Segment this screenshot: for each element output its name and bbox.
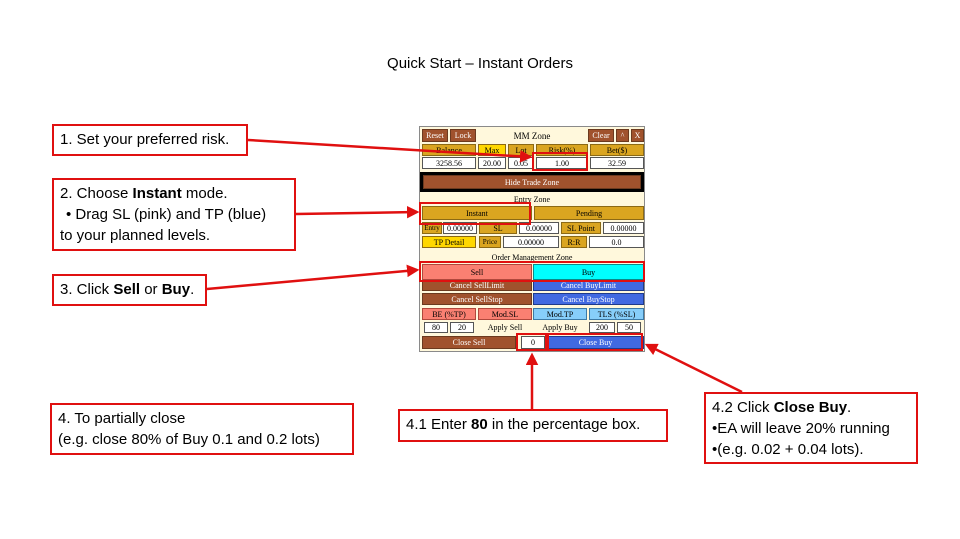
sl-point-label: SL Point: [561, 222, 601, 234]
callout-text: •EA will leave 20% running: [712, 420, 890, 437]
highlight-sell-buy: [419, 261, 645, 282]
apply-buy-button[interactable]: Apply Buy: [542, 323, 578, 332]
clear-button[interactable]: Clear: [588, 129, 614, 142]
arrow-close-buy: [644, 343, 743, 394]
highlight-risk: [532, 152, 588, 171]
be-value-input[interactable]: 80: [424, 322, 448, 333]
highlight-percent: [516, 333, 547, 351]
callout-partial-close: 4. To partially close (e.g. close 80% of…: [50, 403, 354, 455]
tls-value-input[interactable]: 200: [589, 322, 615, 333]
callout-choose-instant: 2. Choose Instant mode. • Drag SL (pink)…: [52, 178, 296, 251]
callout-text: mode.: [181, 185, 228, 202]
collapse-button[interactable]: ^: [616, 129, 629, 142]
lock-button[interactable]: Lock: [450, 129, 476, 142]
cancel-buystop-button[interactable]: Cancel BuyStop: [533, 293, 644, 305]
sell-button[interactable]: Sell: [422, 264, 532, 280]
entry-label: Entry: [422, 222, 442, 234]
callout-text: 3. Click: [60, 281, 114, 298]
bet-value[interactable]: 32.59: [590, 157, 644, 169]
tls-button[interactable]: TLS (%SL): [589, 308, 644, 320]
risk-input[interactable]: 1.00: [536, 157, 588, 169]
sl-input[interactable]: 0.00000: [519, 222, 559, 234]
tp-detail-button[interactable]: TP Detail: [422, 236, 476, 248]
callout-bold: 80: [471, 416, 488, 433]
close-panel-button[interactable]: X: [631, 129, 644, 142]
callout-bold: Close Buy: [773, 399, 848, 416]
arrow-risk: [247, 138, 533, 163]
callout-text: .: [847, 399, 852, 416]
pending-button[interactable]: Pending: [534, 206, 644, 220]
callout-text: to your planned levels.: [60, 227, 211, 244]
callout-click-close-buy: 4.2 Click Close Buy. •EA will leave 20% …: [704, 392, 918, 464]
callout-text: .: [190, 281, 195, 298]
callout-bold: Buy: [161, 281, 191, 298]
be-button[interactable]: BE (%TP): [422, 308, 476, 320]
callout-text: in the percentage box.: [487, 416, 641, 433]
callout-set-risk: 1. Set your preferred risk.: [52, 124, 248, 156]
hide-trade-zone-button[interactable]: Hide Trade Zone: [423, 175, 641, 189]
callout-text: or: [140, 281, 162, 298]
price-label: Price: [479, 236, 501, 248]
entry-input[interactable]: 0.00000: [443, 222, 477, 234]
price-input[interactable]: 0.00000: [503, 236, 559, 248]
bet-header[interactable]: Bet($): [590, 144, 644, 156]
rr-value: 0.0: [589, 236, 644, 248]
callout-text: 2. Choose: [60, 185, 133, 202]
callout-text: 4.2 Click: [712, 399, 774, 416]
instant-button[interactable]: Instant: [422, 206, 532, 220]
balance-value: 3258.56: [422, 157, 476, 169]
highlight-close-buy: [547, 333, 643, 351]
callout-text: 1. Set your preferred risk.: [60, 131, 230, 148]
order-zone-title: Order Management Zone: [491, 253, 573, 262]
be-offset-input[interactable]: 20: [450, 322, 474, 333]
callout-enter-percentage: 4.1 Enter 80 in the percentage box.: [398, 409, 668, 442]
cancel-sellstop-button[interactable]: Cancel SellStop: [422, 293, 532, 305]
callout-text: •(e.g. 0.02 + 0.04 lots).: [712, 441, 864, 458]
callout-bold: Instant: [132, 185, 182, 202]
callout-text: (e.g. close 80% of Buy 0.1 and 0.2 lots): [58, 431, 320, 448]
mod-tp-button[interactable]: Mod.TP: [533, 308, 587, 320]
close-percent-input[interactable]: 0: [521, 336, 545, 349]
entry-zone-title: Entry Zone: [513, 195, 551, 204]
callout-text: 4.1 Enter: [406, 416, 472, 433]
mm-zone-title: MM Zone: [513, 130, 551, 141]
max-value[interactable]: 20.00: [478, 157, 506, 169]
arrow-sell-buy: [206, 264, 420, 291]
apply-sell-button[interactable]: Apply Sell: [487, 323, 523, 332]
highlight-instant: [419, 202, 531, 225]
sl-label: SL: [479, 222, 517, 234]
sl-point-input[interactable]: 0.00000: [603, 222, 644, 234]
tls-offset-input[interactable]: 50: [617, 322, 641, 333]
callout-text: 4. To partially close: [58, 410, 186, 427]
callout-click-sell-buy: 3. Click Sell or Buy.: [52, 274, 207, 306]
callout-bold: Sell: [113, 281, 141, 298]
arrow-instant: [295, 205, 420, 219]
rr-label: R:R: [561, 236, 587, 248]
callout-bullet: • Drag SL (pink) and TP (blue): [66, 206, 267, 223]
close-sell-button[interactable]: Close Sell: [422, 336, 516, 349]
reset-button[interactable]: Reset: [422, 129, 448, 142]
slide-title: Quick Start – Instant Orders: [387, 55, 573, 72]
mod-sl-button[interactable]: Mod.SL: [478, 308, 532, 320]
